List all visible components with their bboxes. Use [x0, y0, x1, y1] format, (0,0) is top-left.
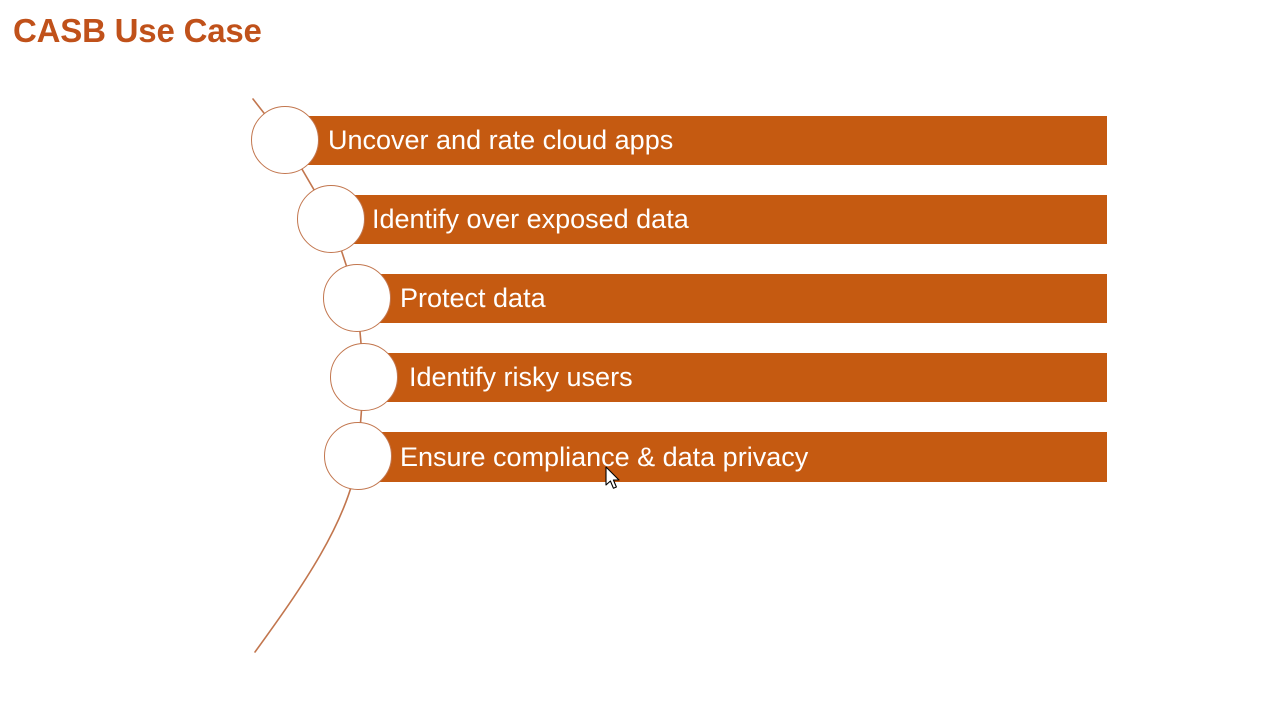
process-bar-label: Protect data	[400, 283, 546, 313]
process-node-circle[interactable]	[323, 264, 391, 332]
process-bar[interactable]: Identify over exposed data	[345, 195, 1107, 244]
process-node-circle[interactable]	[297, 185, 365, 253]
page-title: CASB Use Case	[13, 12, 262, 49]
process-node-circle[interactable]	[330, 343, 398, 411]
process-node-circle[interactable]	[324, 422, 392, 490]
process-bar-label: Ensure compliance & data privacy	[400, 441, 809, 472]
process-bar-label: Uncover and rate cloud apps	[328, 125, 674, 155]
process-bar[interactable]: Uncover and rate cloud apps	[300, 116, 1107, 165]
process-bar-label: Identify over exposed data	[372, 204, 689, 234]
process-bar-label: Identify risky users	[409, 362, 633, 392]
process-bar[interactable]: Ensure compliance & data privacy	[372, 432, 1107, 482]
process-bar[interactable]: Protect data	[372, 274, 1107, 323]
process-bar[interactable]: Identify risky users	[380, 353, 1107, 402]
process-node-circle[interactable]	[251, 106, 319, 174]
